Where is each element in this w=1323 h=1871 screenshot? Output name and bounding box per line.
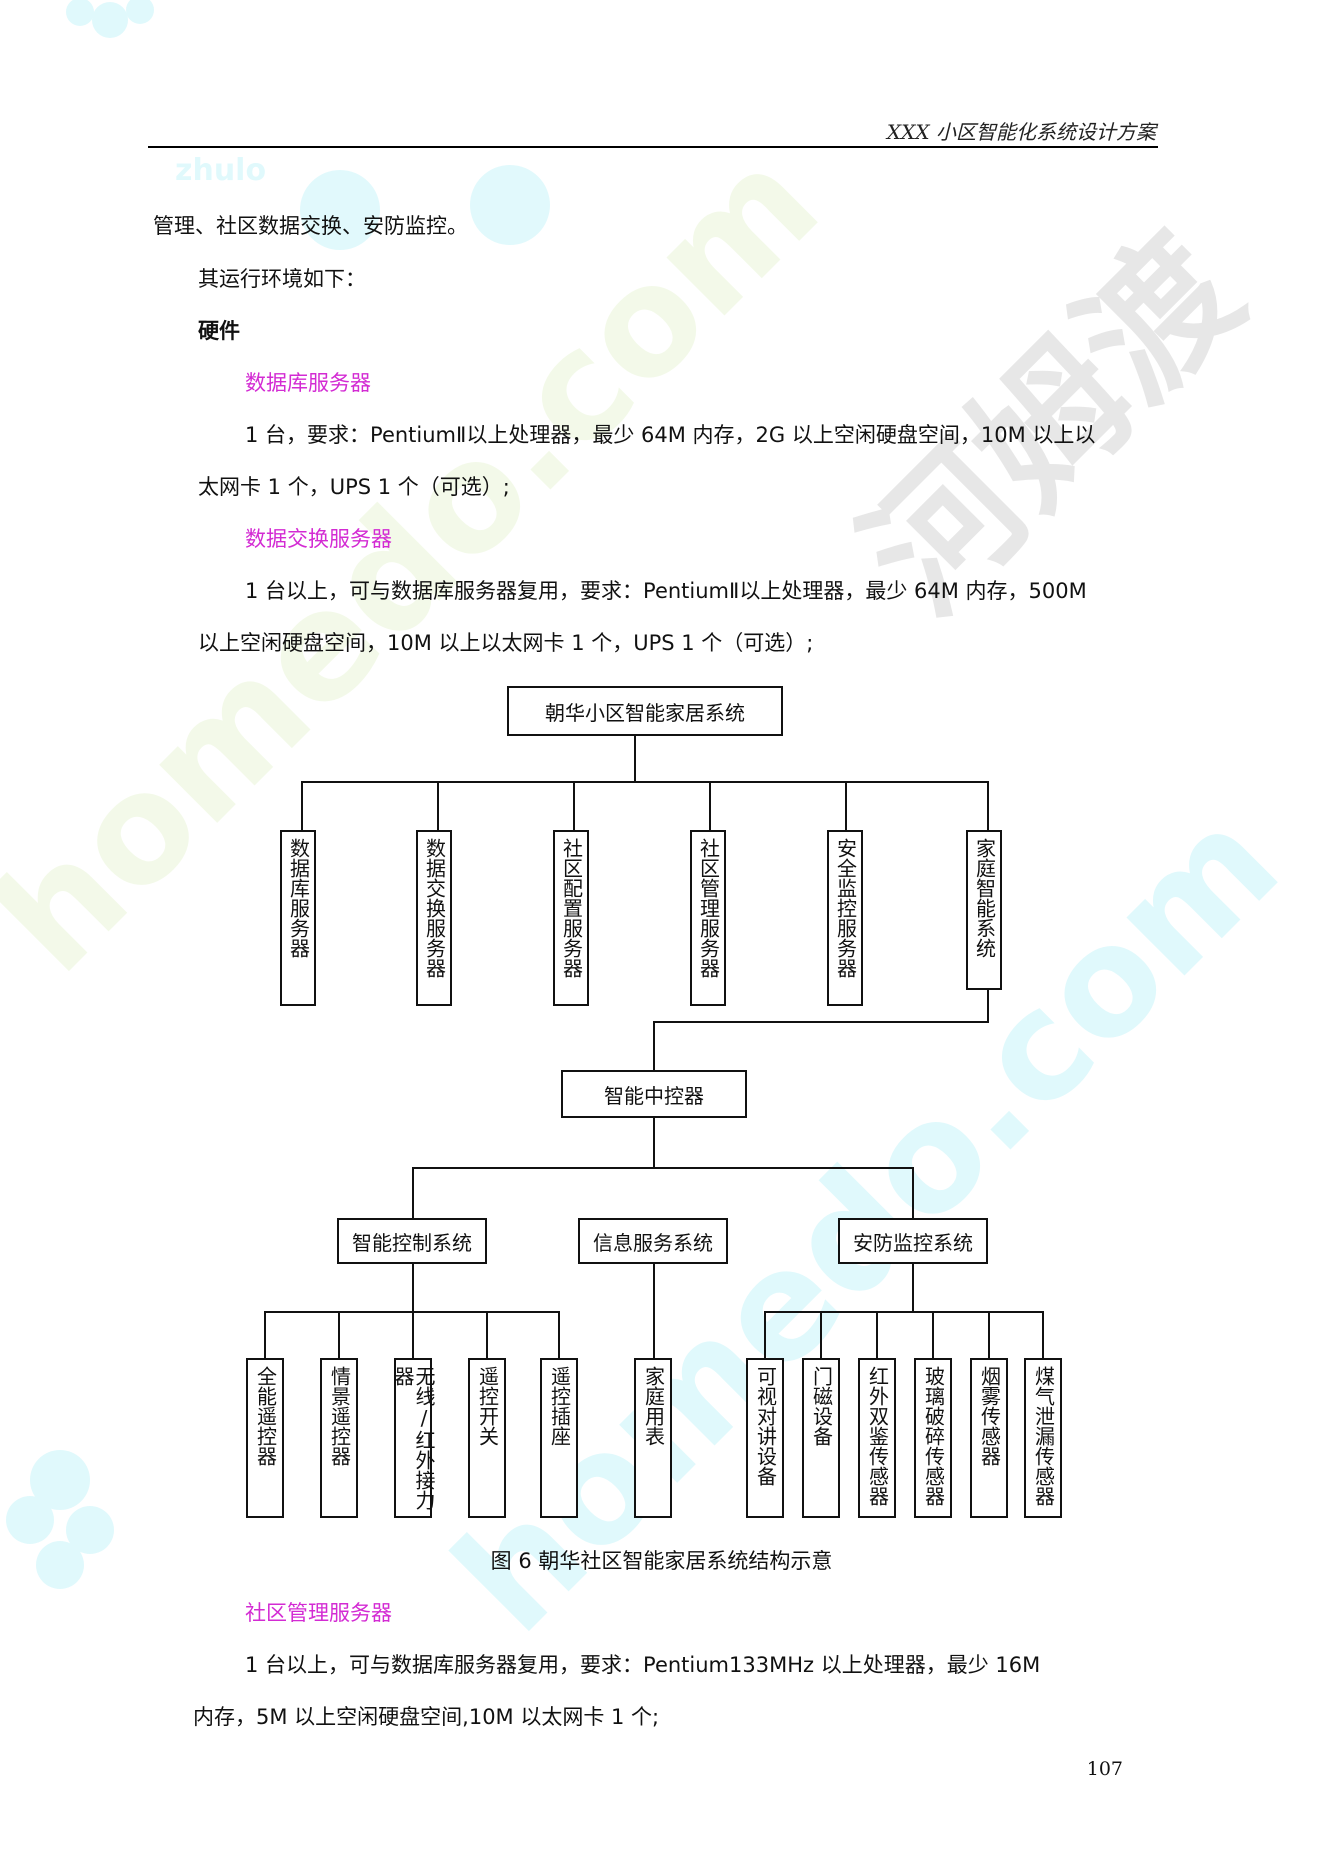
node-dual-tech-sensor: 红外双鉴传感器 <box>858 1358 896 1518</box>
paragraph-intro: 管理、社区数据交换、安防监控。 <box>153 214 468 238</box>
node-remote-socket: 遥控插座 <box>540 1358 578 1518</box>
paragraph-manage-req-1: 1 台以上，可与数据库服务器复用，要求：Pentium133MHz 以上处理器，… <box>245 1653 1041 1677</box>
node-root: 朝华小区智能家居系统 <box>507 686 783 736</box>
node-remote-switch: 遥控开关 <box>468 1358 506 1518</box>
node-control-system: 智能控制系统 <box>337 1218 487 1264</box>
node-manage-server: 社区管理服务器 <box>690 830 726 1006</box>
subheading-manage-server: 社区管理服务器 <box>245 1601 392 1625</box>
node-info-system: 信息服务系统 <box>578 1218 728 1264</box>
paragraph-env: 其运行环境如下： <box>198 267 366 291</box>
subheading-exchange-server: 数据交换服务器 <box>245 527 392 551</box>
subheading-db-server: 数据库服务器 <box>245 371 371 395</box>
node-glass-break-sensor: 玻璃破碎传感器 <box>914 1358 952 1518</box>
node-gas-leak-sensor: 煤气泄漏传感器 <box>1024 1358 1062 1518</box>
figure-caption: 图 6 朝华社区智能家居系统结构示意 <box>490 1549 833 1573</box>
node-smoke-sensor: 烟雾传感器 <box>970 1358 1008 1518</box>
node-exchange-server: 数据交换服务器 <box>416 830 452 1006</box>
node-db-server: 数据库服务器 <box>280 830 316 1006</box>
paragraph-db-req-2: 太网卡 1 个，UPS 1 个（可选）; <box>198 475 510 499</box>
header-title: XXX 小区智能化系统设计方案 <box>886 120 1156 144</box>
paragraph-manage-req-2: 内存，5M 以上空闲硬盘空间,10M 以太网卡 1 个; <box>193 1705 660 1729</box>
node-hub: 智能中控器 <box>561 1070 747 1118</box>
node-scene-remote: 情景遥控器 <box>320 1358 358 1518</box>
node-video-intercom: 可视对讲设备 <box>746 1358 784 1518</box>
node-universal-remote: 全能遥控器 <box>246 1358 284 1518</box>
watermark-zhulo: zhulo <box>175 153 266 188</box>
node-home-meter: 家庭用表 <box>634 1358 672 1518</box>
node-home-system: 家庭智能系统 <box>966 830 1002 990</box>
heading-hardware: 硬件 <box>198 319 240 343</box>
node-relay: 无线/红外接力器 <box>391 1358 436 1518</box>
paragraph-exchange-req-2: 以上空闲硬盘空间，10M 以上以太网卡 1 个，UPS 1 个（可选）; <box>198 631 814 655</box>
paragraph-exchange-req-1: 1 台以上，可与数据库服务器复用，要求：PentiumⅡ以上处理器，最少 64M… <box>245 579 1087 603</box>
node-security-server: 安全监控服务器 <box>827 830 863 1006</box>
node-config-server: 社区配置服务器 <box>553 830 589 1006</box>
page-header: XXX 小区智能化系统设计方案 <box>148 116 1158 148</box>
node-door-sensor: 门磁设备 <box>802 1358 840 1518</box>
paragraph-db-req-1: 1 台，要求：PentiumⅡ以上处理器，最少 64M 内存，2G 以上空闲硬盘… <box>245 423 1096 447</box>
node-security-system: 安防监控系统 <box>838 1218 988 1264</box>
page-number: 107 <box>1086 1758 1123 1780</box>
